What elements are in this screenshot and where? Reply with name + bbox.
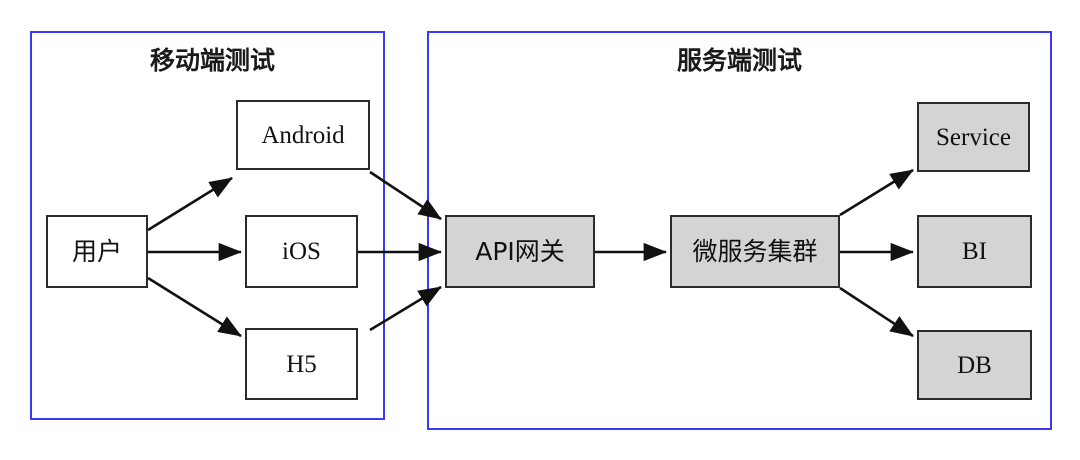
- node-db[interactable]: DB: [917, 330, 1032, 400]
- node-bi-label: BI: [962, 238, 987, 265]
- node-microservice-cluster[interactable]: 微服务集群: [670, 215, 840, 288]
- node-user[interactable]: 用户: [46, 215, 148, 288]
- node-db-label: DB: [957, 351, 992, 379]
- node-android-label: Android: [261, 121, 345, 149]
- node-service[interactable]: Service: [917, 102, 1030, 172]
- node-microservice-cluster-label: 微服务集群: [692, 237, 818, 266]
- node-android[interactable]: Android: [236, 100, 370, 170]
- node-user-label: 用户: [71, 237, 122, 266]
- panel-mobile-testing: [30, 31, 385, 420]
- node-api-gateway[interactable]: API网关: [445, 215, 595, 288]
- node-bi[interactable]: BI: [917, 215, 1032, 288]
- panel-mobile-testing-title: 移动端测试: [149, 46, 275, 75]
- node-api-gateway-label: API网关: [475, 237, 565, 266]
- panel-server-testing-title: 服务端测试: [676, 46, 802, 75]
- panel-server-testing: [427, 31, 1052, 430]
- node-h5-label: H5: [286, 350, 317, 378]
- node-service-label: Service: [936, 123, 1011, 151]
- node-h5[interactable]: H5: [245, 328, 358, 400]
- node-ios[interactable]: iOS: [245, 215, 358, 288]
- node-ios-label: iOS: [282, 238, 321, 265]
